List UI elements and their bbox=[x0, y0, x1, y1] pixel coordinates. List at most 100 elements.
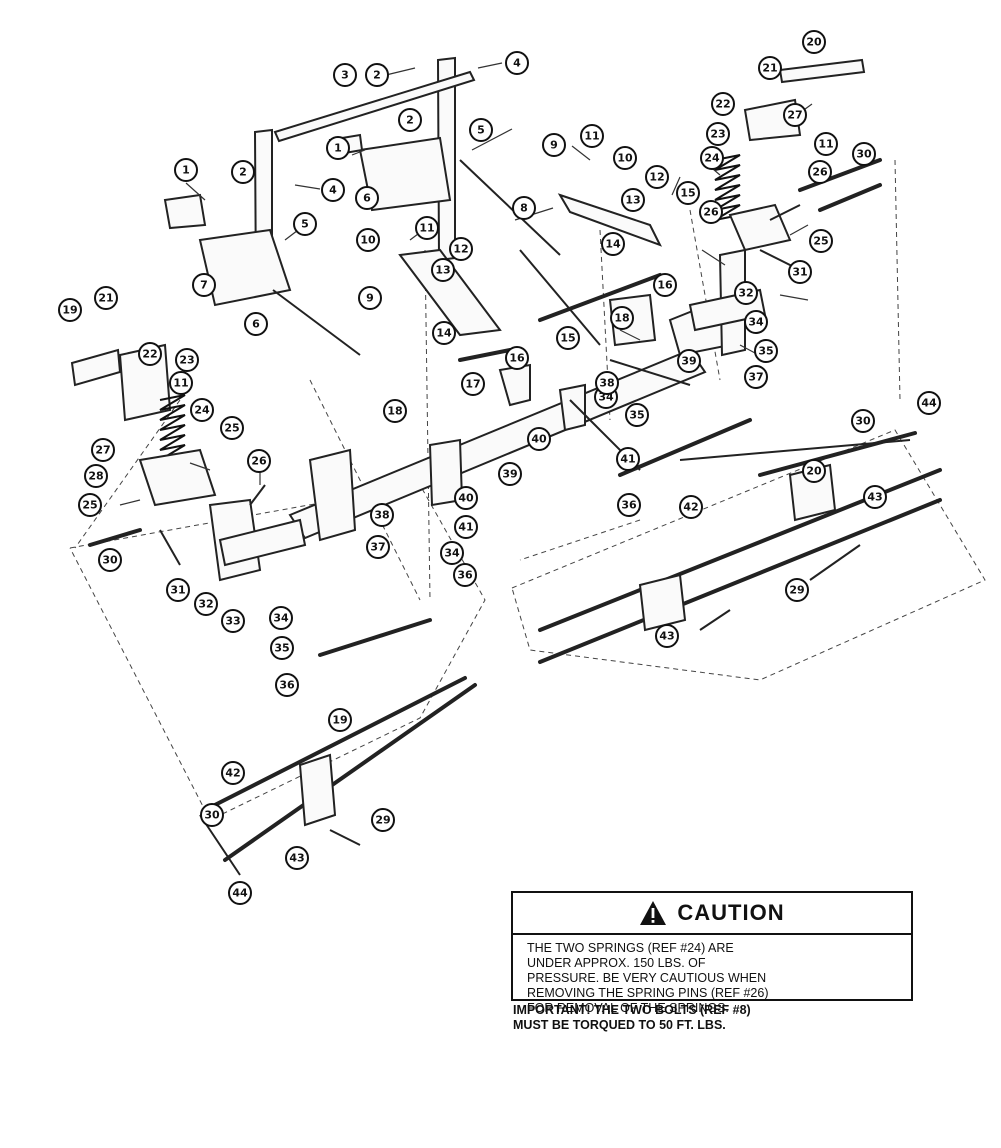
svg-text:36: 36 bbox=[621, 499, 637, 512]
svg-text:2: 2 bbox=[406, 114, 414, 127]
callout-11b: 11 bbox=[415, 216, 439, 240]
svg-text:8: 8 bbox=[520, 202, 528, 215]
svg-text:36: 36 bbox=[457, 569, 473, 582]
callout-10b: 10 bbox=[356, 228, 380, 252]
callout-19: 19 bbox=[58, 298, 82, 322]
svg-text:27: 27 bbox=[787, 109, 802, 122]
callout-44b: 44 bbox=[228, 881, 252, 905]
callout-23b: 23 bbox=[175, 348, 199, 372]
callout-39b: 39 bbox=[498, 462, 522, 486]
svg-text:17: 17 bbox=[465, 378, 480, 391]
svg-text:25: 25 bbox=[813, 235, 828, 248]
svg-text:32: 32 bbox=[738, 287, 753, 300]
svg-text:5: 5 bbox=[477, 124, 485, 137]
svg-text:16: 16 bbox=[657, 279, 673, 292]
callout-44: 44 bbox=[917, 391, 941, 415]
callout-27: 27 bbox=[783, 103, 807, 127]
caution-line: PRESSURE. BE VERY CAUTIOUS WHEN bbox=[527, 971, 767, 985]
callout-23: 23 bbox=[706, 122, 730, 146]
callout-1: 1 bbox=[174, 158, 198, 182]
svg-text:20: 20 bbox=[806, 465, 822, 478]
svg-text:29: 29 bbox=[789, 584, 804, 597]
callout-29: 29 bbox=[785, 578, 809, 602]
svg-text:35: 35 bbox=[629, 409, 644, 422]
svg-text:38: 38 bbox=[599, 377, 614, 390]
svg-text:34: 34 bbox=[273, 612, 289, 625]
callout-35: 35 bbox=[754, 339, 778, 363]
callout-30c: 30 bbox=[98, 548, 122, 572]
svg-text:25: 25 bbox=[224, 422, 239, 435]
callout-34c: 34 bbox=[440, 541, 464, 565]
caution-line: UNDER APPROX. 150 LBS. OF bbox=[527, 956, 706, 970]
callout-34d: 34 bbox=[269, 606, 293, 630]
left-spring-assembly bbox=[70, 343, 307, 582]
svg-text:1: 1 bbox=[182, 164, 190, 177]
svg-text:4: 4 bbox=[513, 57, 521, 70]
callout-14: 14 bbox=[601, 232, 625, 256]
callout-18b: 18 bbox=[383, 399, 407, 423]
callout-8: 8 bbox=[512, 196, 536, 220]
svg-text:31: 31 bbox=[170, 584, 185, 597]
callout-26b: 26 bbox=[699, 200, 723, 224]
svg-text:14: 14 bbox=[436, 327, 452, 340]
callout-38: 38 bbox=[595, 371, 619, 395]
callouts: 1 1 2 2 2 3 4 4 5 5 6 6 7 8 9 9 10 10 11… bbox=[58, 30, 941, 905]
svg-text:38: 38 bbox=[374, 509, 389, 522]
svg-text:30: 30 bbox=[102, 554, 118, 567]
svg-text:22: 22 bbox=[715, 98, 730, 111]
callout-5b: 5 bbox=[293, 212, 317, 236]
callout-37b: 37 bbox=[366, 535, 390, 559]
callout-26: 26 bbox=[808, 160, 832, 184]
caution-box: CAUTION THE TWO SPRINGS (REF #24) ARE UN… bbox=[511, 891, 913, 1015]
right-bar-assembly bbox=[538, 431, 942, 664]
svg-text:40: 40 bbox=[531, 433, 547, 446]
svg-text:32: 32 bbox=[198, 598, 213, 611]
important-note: IMPORTANT! THE TWO BOLTS (REF #8) MUST B… bbox=[513, 1003, 923, 1033]
svg-text:3: 3 bbox=[341, 69, 349, 82]
callout-41: 41 bbox=[616, 447, 640, 471]
callout-2b: 2 bbox=[398, 108, 422, 132]
callout-18: 18 bbox=[610, 306, 634, 330]
callout-31b: 31 bbox=[166, 578, 190, 602]
callout-16: 16 bbox=[653, 273, 677, 297]
important-line: IMPORTANT! THE TWO BOLTS (REF #8) bbox=[513, 1003, 751, 1017]
svg-text:33: 33 bbox=[225, 615, 240, 628]
svg-text:9: 9 bbox=[550, 139, 558, 152]
svg-text:23: 23 bbox=[710, 128, 725, 141]
svg-text:35: 35 bbox=[758, 345, 773, 358]
callout-20b: 20 bbox=[802, 459, 826, 483]
svg-text:26: 26 bbox=[251, 455, 267, 468]
callout-10: 10 bbox=[613, 146, 637, 170]
svg-text:44: 44 bbox=[232, 887, 248, 900]
svg-text:12: 12 bbox=[453, 243, 468, 256]
svg-text:2: 2 bbox=[239, 166, 247, 179]
callout-25c: 25 bbox=[78, 493, 102, 517]
callout-9: 9 bbox=[542, 133, 566, 157]
svg-text:43: 43 bbox=[289, 852, 304, 865]
callout-36c: 36 bbox=[453, 563, 477, 587]
callout-20: 20 bbox=[802, 30, 826, 54]
svg-text:39: 39 bbox=[502, 468, 517, 481]
svg-text:34: 34 bbox=[748, 316, 764, 329]
left-bar-assembly bbox=[199, 676, 477, 876]
callout-35b: 35 bbox=[625, 403, 649, 427]
callout-11d: 11 bbox=[169, 371, 193, 395]
svg-text:42: 42 bbox=[683, 501, 698, 514]
callout-32b: 32 bbox=[194, 592, 218, 616]
callout-5: 5 bbox=[469, 118, 493, 142]
svg-text:36: 36 bbox=[279, 679, 295, 692]
callout-36b: 36 bbox=[275, 673, 299, 697]
svg-text:12: 12 bbox=[649, 171, 664, 184]
callout-14b: 14 bbox=[432, 321, 456, 345]
svg-text:7: 7 bbox=[200, 279, 208, 292]
callout-42b: 42 bbox=[221, 761, 245, 785]
svg-text:27: 27 bbox=[95, 444, 110, 457]
svg-text:37: 37 bbox=[370, 541, 385, 554]
svg-text:43: 43 bbox=[867, 491, 882, 504]
callout-12: 12 bbox=[645, 165, 669, 189]
caution-title: CAUTION bbox=[677, 900, 785, 925]
callout-24: 24 bbox=[700, 146, 724, 170]
caution-line: THE TWO SPRINGS (REF #24) ARE bbox=[527, 941, 734, 955]
callout-30d: 30 bbox=[200, 803, 224, 827]
svg-text:6: 6 bbox=[363, 192, 371, 205]
